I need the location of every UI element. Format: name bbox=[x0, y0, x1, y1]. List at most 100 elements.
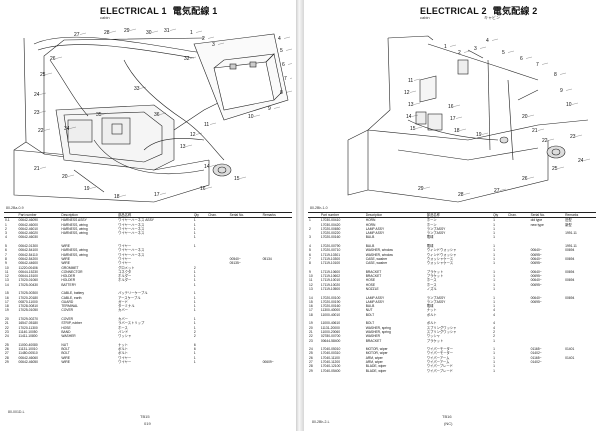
table-cell: 4 bbox=[493, 308, 495, 313]
callout-leader bbox=[413, 78, 421, 81]
callout-number: 13 bbox=[180, 144, 186, 150]
page-subtitle: cabin bbox=[100, 15, 110, 20]
table-cell: 新型 bbox=[565, 222, 572, 227]
table-cell: WIRE bbox=[61, 256, 70, 261]
table-cell: ボルト bbox=[118, 351, 128, 356]
callout-leader bbox=[195, 132, 203, 135]
table-cell: 17119-10602 bbox=[320, 274, 341, 279]
page-title-en: ELECTRICAL 2 bbox=[420, 6, 487, 16]
table-cell: old type bbox=[530, 218, 543, 223]
table-cell: 11220-00406 bbox=[18, 265, 38, 270]
table-cell: ボルト bbox=[426, 321, 437, 326]
table-cell: 1 bbox=[193, 295, 196, 300]
table-cell: 17020-00100 bbox=[320, 295, 341, 300]
table-cell: HOLDER bbox=[61, 274, 76, 279]
table-cell: ターミナル bbox=[118, 304, 135, 309]
table-cell: 05134 bbox=[262, 256, 272, 261]
table-cell: 11131-20000 bbox=[320, 325, 340, 330]
table-cell: HARNESS, wiring bbox=[61, 226, 88, 231]
table-cell: ワッシャ bbox=[118, 334, 132, 339]
table-cell: 16 bbox=[309, 304, 313, 309]
table-cell: 2 bbox=[493, 329, 495, 334]
table-cell: ワイヤーハーネス bbox=[118, 231, 145, 236]
table-cell: 20 bbox=[5, 317, 9, 322]
table-cell: ワイヤー bbox=[118, 261, 132, 266]
table-cell: 電球 bbox=[426, 235, 434, 240]
table-cell: 00640~ bbox=[530, 248, 542, 253]
table-cell: 電球 bbox=[426, 244, 434, 249]
table-cell: 17020-00160 bbox=[320, 235, 341, 240]
table-cell: 1 bbox=[493, 351, 495, 356]
callout-leader bbox=[101, 112, 109, 115]
table-cell: 5 bbox=[309, 248, 311, 253]
callout-leader bbox=[459, 128, 467, 131]
callout-number: 1 bbox=[190, 30, 193, 36]
column-header: Part number bbox=[17, 211, 61, 219]
table-cell: 1 bbox=[193, 351, 196, 356]
table-cell: HARNESS, wiring bbox=[61, 222, 88, 227]
callout-leader bbox=[185, 144, 193, 147]
table-cell: グロメット bbox=[118, 265, 135, 270]
table-cell: 7 bbox=[5, 252, 7, 257]
table-cell: 28 bbox=[5, 355, 9, 360]
page-subtitle: cabin bbox=[420, 15, 430, 20]
table-cell: WASHER, window bbox=[365, 252, 393, 257]
table-cell: MOTOR, wiper bbox=[365, 351, 388, 356]
table-cell: CABLE, battery bbox=[61, 291, 85, 296]
callout-number: 9 bbox=[268, 106, 271, 112]
callout-number: 31 bbox=[164, 28, 170, 34]
column-header: Qty bbox=[192, 211, 208, 219]
table-cell: STRIP, rubber bbox=[61, 321, 82, 326]
callout-number: 10 bbox=[566, 102, 572, 108]
table-cell: 00695~ bbox=[530, 252, 542, 257]
callout-leader bbox=[39, 110, 47, 113]
table-cell: 1 bbox=[309, 218, 311, 223]
table-cell: ノズル bbox=[426, 287, 437, 291]
table-cell: LAMP ASSY bbox=[365, 226, 385, 231]
table-cell: HARNESS ASSY bbox=[61, 218, 87, 223]
table-cell: 17040-05010 bbox=[320, 347, 341, 352]
callout-leader bbox=[455, 116, 463, 119]
table-cell: 1 bbox=[193, 321, 196, 326]
table-cell: 6 bbox=[193, 347, 196, 352]
table-cell: 17020-00190 bbox=[320, 299, 341, 304]
table-cell: 9 bbox=[5, 261, 7, 266]
table-cell: 00609~ bbox=[262, 360, 274, 365]
column-header: Serial No. bbox=[529, 211, 565, 219]
table-cell: 12 bbox=[5, 274, 9, 279]
table-cell: ワイヤーハーネス ASSY bbox=[118, 218, 154, 223]
table-cell: BOLT bbox=[61, 347, 70, 352]
table-cell: 00640~ bbox=[530, 256, 542, 261]
table-cell: 00642-46000 bbox=[18, 222, 38, 227]
table-cell: BULB bbox=[365, 235, 375, 240]
table-cell: ワイパーブレード bbox=[426, 364, 453, 369]
table-cell: ボルト bbox=[426, 312, 437, 317]
table-cell: 00642-54100 bbox=[18, 248, 38, 253]
table-cell: ワイヤーハーネス bbox=[118, 248, 145, 253]
callout-number: 6 bbox=[282, 62, 285, 68]
table-cell: 23 bbox=[5, 329, 9, 334]
table-cell: ウィンドウォッシャ bbox=[426, 252, 457, 257]
table-cell: GROMMET bbox=[61, 265, 79, 270]
table-cell: 00870-11000 bbox=[18, 299, 38, 304]
table-cell: NUT bbox=[365, 308, 373, 313]
table-cell: 4 bbox=[5, 235, 7, 240]
table-cell: new type bbox=[530, 222, 544, 227]
callout-number: 17 bbox=[450, 116, 456, 122]
callout-leader bbox=[55, 56, 63, 59]
table-cell: 11131-10010 bbox=[18, 347, 38, 352]
table-cell: 17040-11100 bbox=[320, 355, 340, 360]
table-cell: 1 bbox=[193, 226, 196, 231]
table-cell: 21 bbox=[5, 321, 9, 326]
table-cell: 01401 bbox=[565, 347, 575, 352]
